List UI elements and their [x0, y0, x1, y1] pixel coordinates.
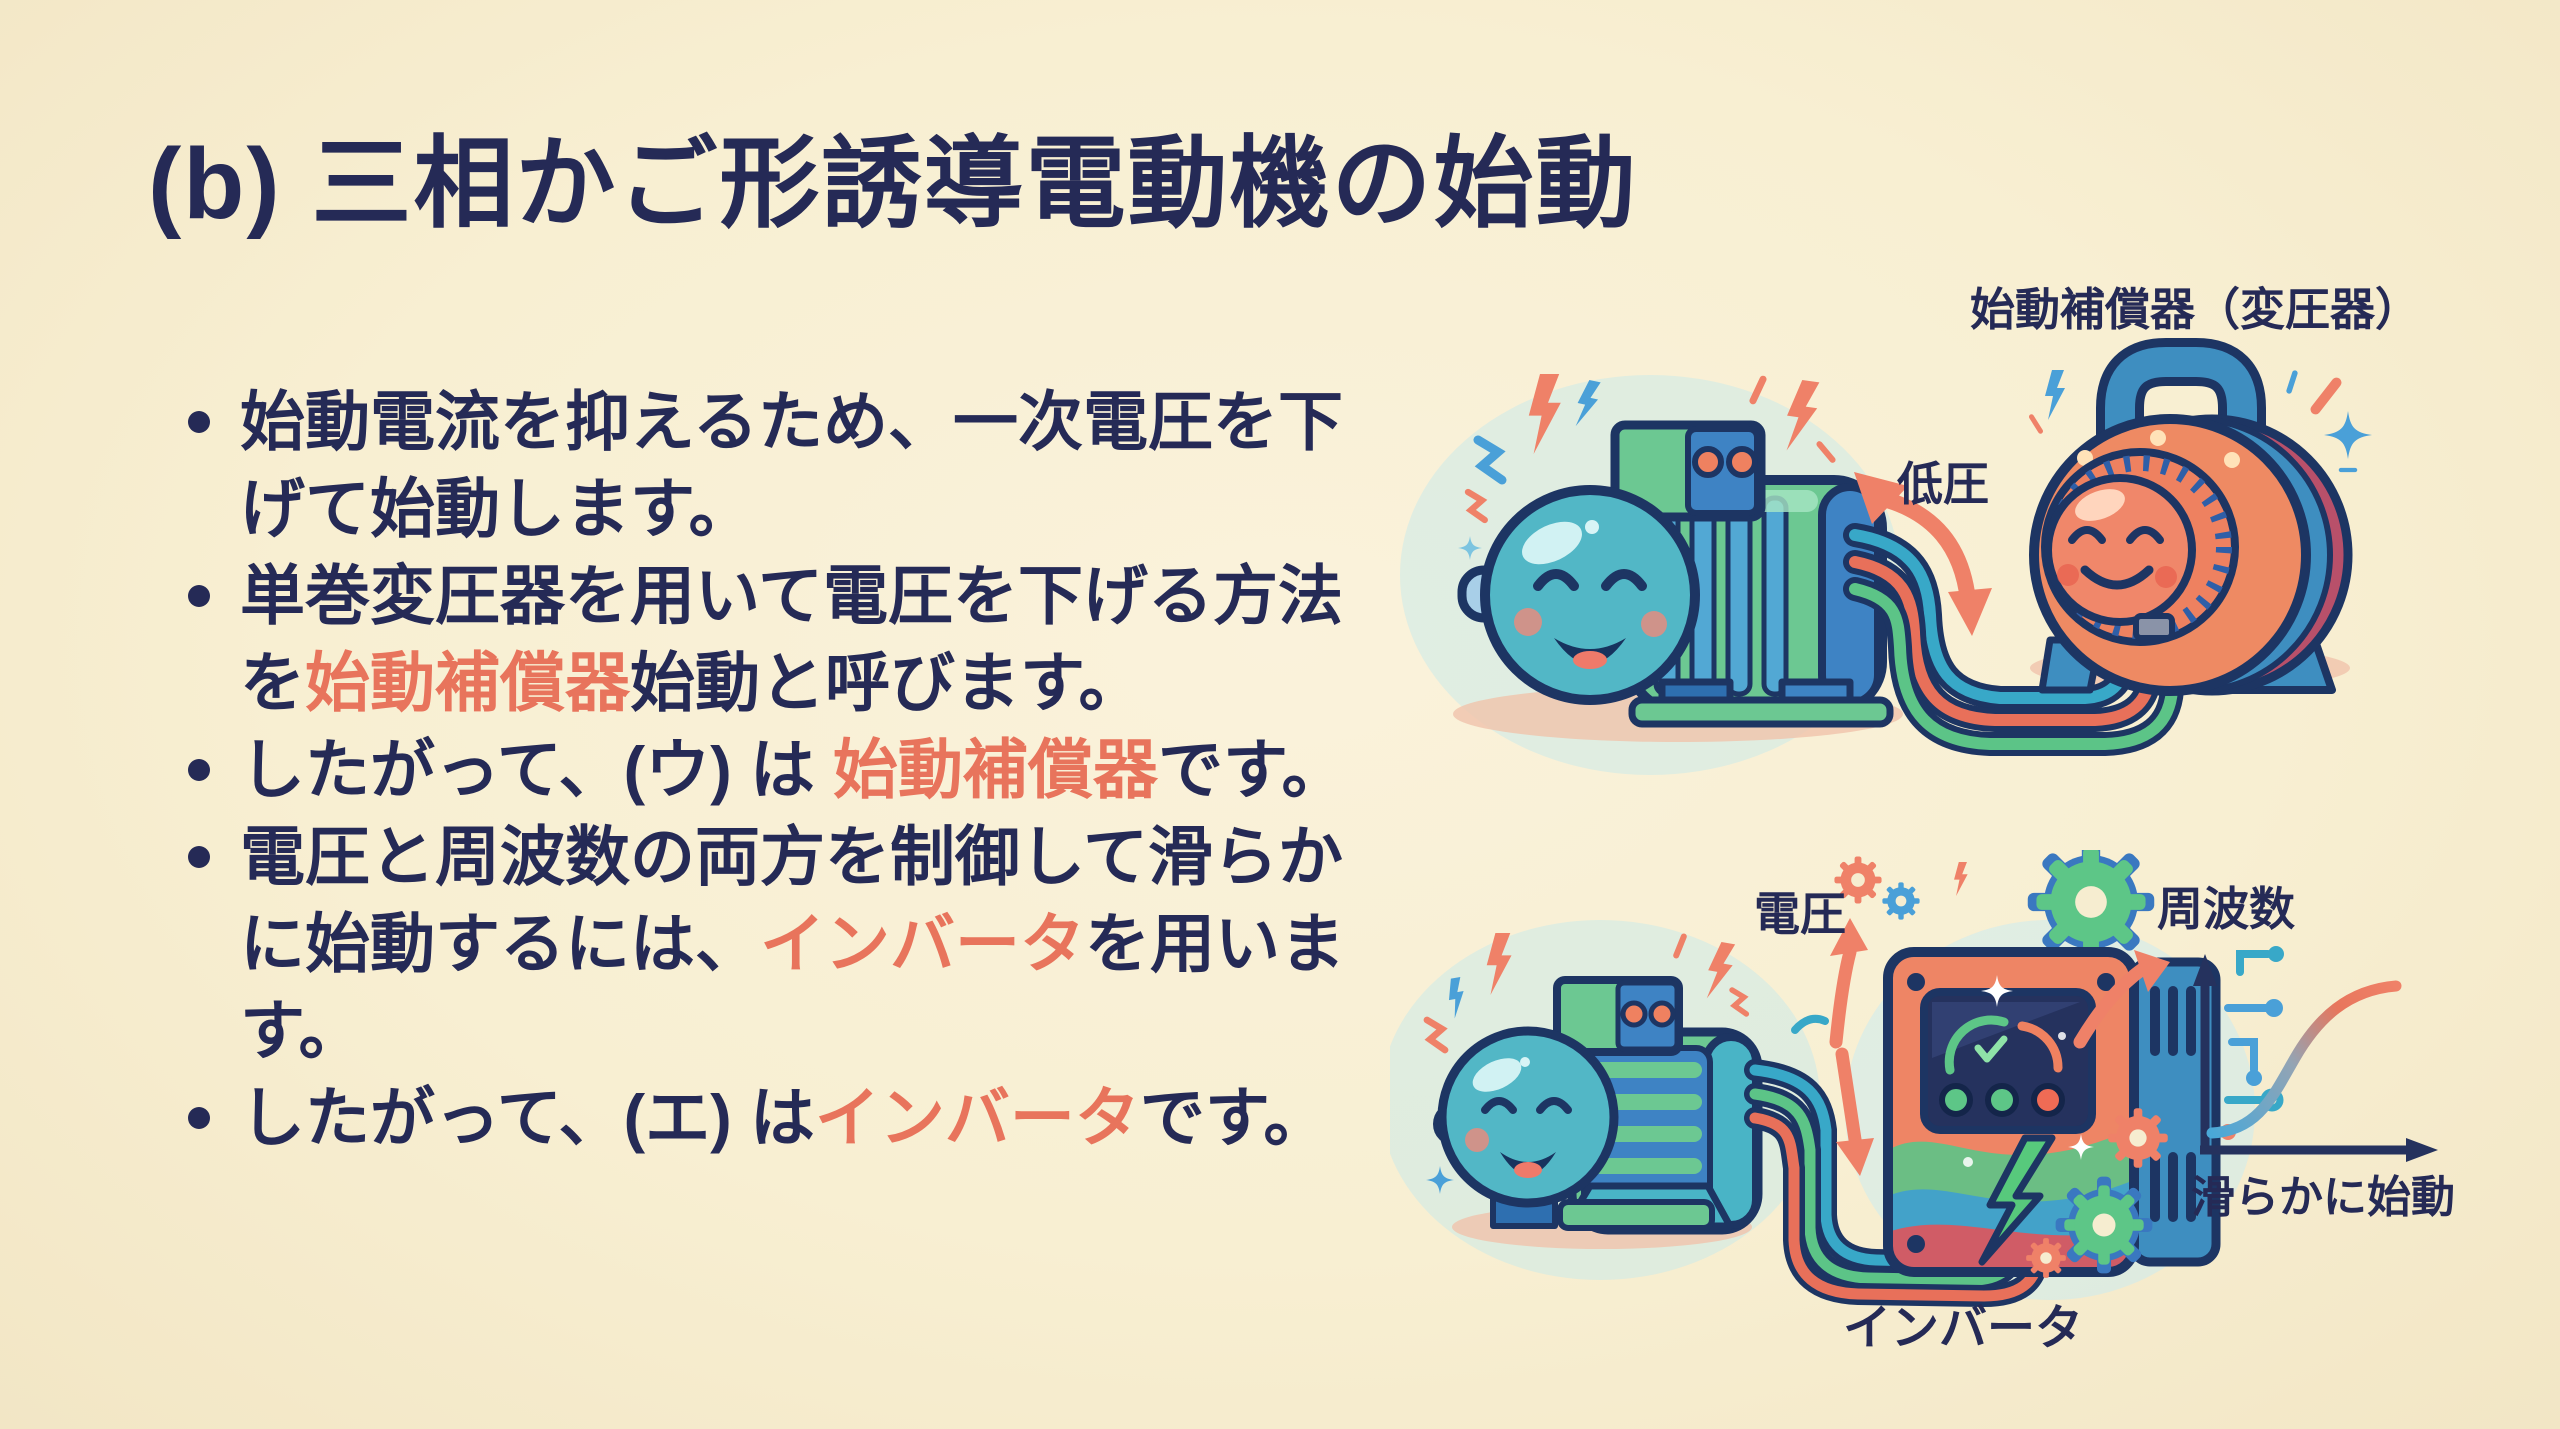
bullet-text: を用います。: [240, 907, 1346, 1067]
motor-foot: [1490, 1195, 1558, 1229]
startup-curve-chart: [2193, 954, 2438, 1162]
motor-face: [1437, 1026, 1619, 1208]
page-title: (b) 三相かご形誘導電動機の始動: [148, 128, 1638, 240]
bullet-text: 単巻変圧器を用いて電圧を下げる方法を: [240, 559, 1344, 719]
voltage-arrows: [1791, 918, 1874, 1176]
bullet-highlight: インバータ: [814, 1081, 1140, 1154]
bullet-item: 始動電流を抑えるため、一次電圧を下げて始動します。: [182, 378, 1367, 552]
motor-base: [1557, 1199, 1715, 1231]
bullet-item: 電圧と周波数の両方を制御して滑らかに始動するには、インバータを用います。: [182, 813, 1367, 1074]
bullet-text: したがって、(ウ) は: [240, 733, 833, 806]
bullet-text: です。: [1157, 733, 1347, 806]
cable-connector: [2133, 613, 2175, 641]
motor-icon: [1433, 976, 1763, 1235]
cable-lines: [1843, 523, 2186, 756]
transformer-icon: [2029, 338, 2353, 696]
bullet-text: 始動電流を抑えるため、一次電圧を下げて始動します。: [240, 385, 1344, 545]
smooth-start-label: 滑らかに始動: [2191, 1173, 2455, 1222]
motor-base: [1628, 696, 1894, 728]
motor-junction-box: [1553, 976, 1683, 1056]
sparkle-icons: [1963, 975, 2094, 1167]
transformer-handle: [2096, 338, 2266, 460]
frequency-arrow-icon: [2073, 950, 2170, 1049]
inverter-illustration: 電圧 周波数 滑らかに始動 インバータ: [1390, 850, 2455, 1355]
inverter-label: インバータ: [1843, 1302, 2083, 1355]
bullet-text: 電圧と周波数の両方を制御して滑らかに始動するには、: [240, 820, 1344, 980]
bullet-item: 単巻変圧器を用いて電圧を下げる方法を始動補償器始動と呼びます。: [182, 552, 1367, 726]
inverter-screen: [1920, 988, 2096, 1134]
motor-icon: [1457, 420, 1894, 728]
inverter-icon: [1883, 947, 2221, 1277]
compensator-illustration: 始動補償器（変圧器）: [1400, 284, 2420, 775]
bullet-list: 始動電流を抑えるため、一次電圧を下げて始動します。 単巻変圧器を用いて電圧を下げ…: [182, 378, 1367, 1161]
bullet-item: したがって、(ウ) は 始動補償器です。: [182, 726, 1367, 813]
y-axis-arrowhead: [2193, 954, 2217, 986]
motor-fins: [1592, 1062, 1702, 1174]
lightning-icon: [1978, 1134, 2056, 1266]
low-voltage-label: 低圧: [1897, 458, 1989, 510]
motor-face: [1480, 485, 1700, 705]
bullet-item: したがって、(エ) はインバータです。: [182, 1074, 1367, 1161]
frequency-label: 周波数: [2157, 883, 2295, 935]
bullet-highlight: 始動補償器: [832, 733, 1158, 806]
bullet-highlight: インバータ: [760, 907, 1086, 980]
s-curve: [2206, 980, 2402, 1139]
bullet-highlight: 始動補償器: [305, 646, 631, 719]
bullet-text: 始動と呼びます。: [630, 646, 1144, 719]
motor-junction-box: [1610, 420, 1766, 522]
bullet-text: したがって、(エ) は: [240, 1081, 815, 1154]
voltage-label: 電圧: [1754, 888, 1846, 940]
compensator-caption: 始動補償器（変圧器）: [1970, 284, 2420, 335]
bullet-text: です。: [1139, 1081, 1329, 1154]
transformer-face: [2044, 474, 2196, 626]
low-voltage-arrow-icon: [1854, 472, 1992, 636]
x-axis-arrowhead: [2406, 1138, 2438, 1162]
